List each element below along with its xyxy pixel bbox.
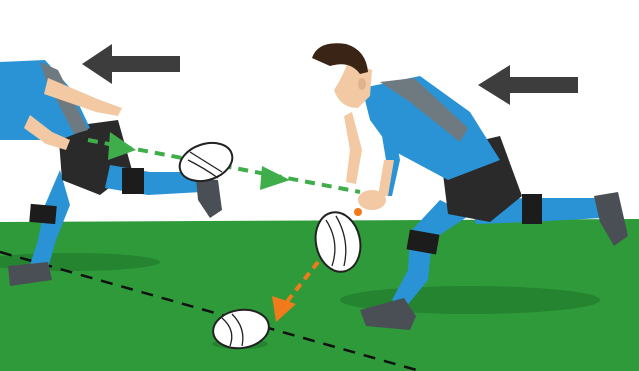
release-point [354, 208, 362, 216]
hand [358, 190, 386, 210]
